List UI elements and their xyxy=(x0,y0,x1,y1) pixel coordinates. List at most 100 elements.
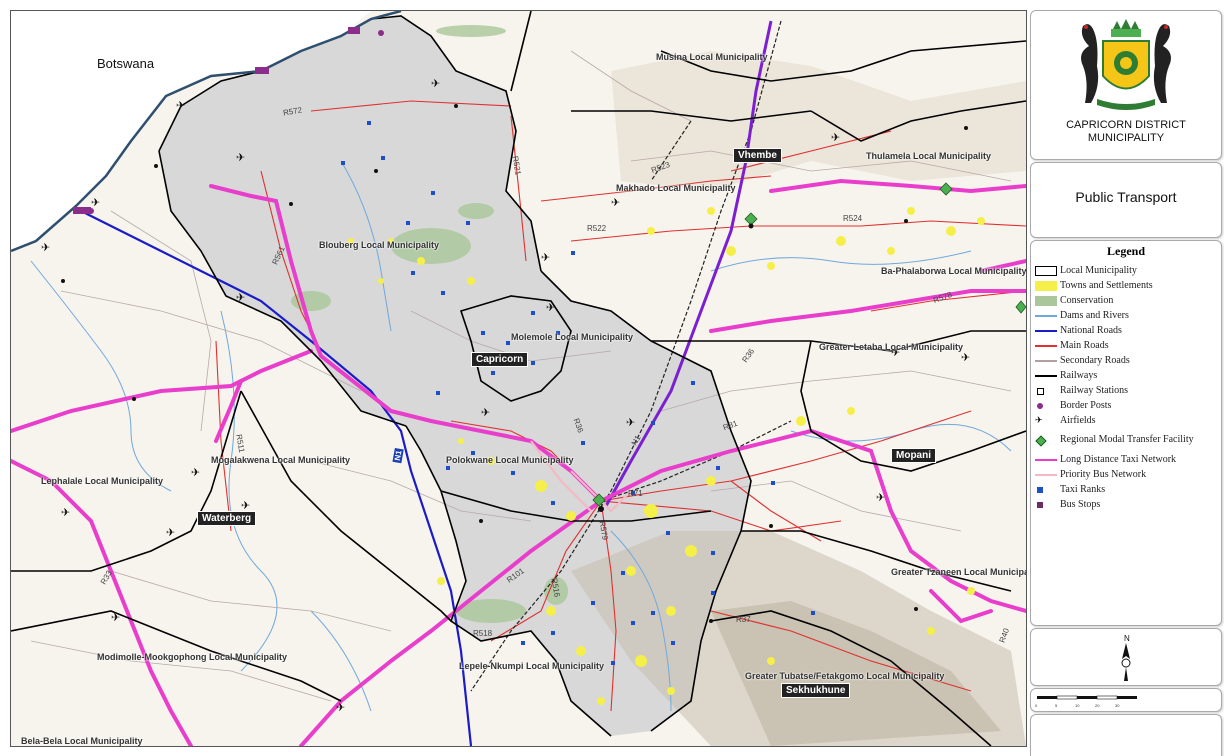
legend-label: Bus Stops xyxy=(1060,498,1101,510)
organization-name-line2: MUNICIPALITY xyxy=(1087,132,1165,144)
svg-text:✈: ✈ xyxy=(626,416,635,429)
legend-swatch xyxy=(1035,371,1057,381)
town-points xyxy=(61,104,968,623)
svg-text:20: 20 xyxy=(1095,703,1100,708)
legend-label: Main Roads xyxy=(1060,339,1109,351)
legend-swatch xyxy=(1035,341,1057,351)
svg-text:✈: ✈ xyxy=(91,196,100,209)
map-canvas: ✈✈✈ ✈✈✈ ✈✈✈ ✈✈✈ ✈✈✈ ✈✈✈ ✈✈✈ xyxy=(11,11,1026,746)
legend-swatch xyxy=(1035,500,1057,510)
legend-item: Border Posts xyxy=(1031,398,1221,413)
secondary-roads xyxy=(30,50,1012,702)
conservation-patch xyxy=(458,203,494,219)
legend-swatch xyxy=(1035,265,1057,276)
svg-text:✈: ✈ xyxy=(111,611,120,624)
svg-text:✈: ✈ xyxy=(166,526,175,539)
legend-label: Conservation xyxy=(1060,294,1114,306)
svg-text:✈: ✈ xyxy=(961,351,970,364)
capricorn-district-area xyxy=(159,16,751,736)
taxi-ranks xyxy=(341,121,815,665)
title-panel: Public Transport xyxy=(1030,162,1222,238)
regional-modal-transfer-facilities xyxy=(592,182,1026,507)
svg-text:✈: ✈ xyxy=(546,301,555,314)
legend-item: National Roads xyxy=(1031,323,1221,338)
legend-swatch: ✈ xyxy=(1035,415,1043,426)
legend-title: Legend xyxy=(1106,244,1145,258)
svg-text:✈: ✈ xyxy=(176,99,185,112)
legend-swatch xyxy=(1035,295,1057,306)
legend-item: Long Distance Taxi Network xyxy=(1031,452,1221,467)
legend-label: Priority Bus Network xyxy=(1060,468,1147,480)
scale-bar: 0 5 10 20 30 xyxy=(1035,695,1137,708)
coat-of-arms-logo xyxy=(1081,19,1171,110)
logo-panel: CAPRICORN DISTRICT MUNICIPALITY xyxy=(1030,10,1222,160)
country-border xyxy=(11,11,402,253)
legend-item: Taxi Ranks xyxy=(1031,482,1221,497)
svg-text:✈: ✈ xyxy=(611,196,620,209)
legend-label: Railways xyxy=(1060,369,1098,381)
legend-swatch xyxy=(1035,401,1057,411)
scale-bar-panel: 0 5 10 20 30 xyxy=(1030,688,1222,712)
north-arrow-icon: N xyxy=(1121,634,1131,681)
svg-text:✈: ✈ xyxy=(236,151,245,164)
legend-swatch xyxy=(1035,435,1057,447)
svg-text:N: N xyxy=(1124,634,1130,643)
svg-text:✈: ✈ xyxy=(61,506,70,519)
legend-item: Priority Bus Network xyxy=(1031,467,1221,482)
legend-label: National Roads xyxy=(1060,324,1122,336)
conservation-patch xyxy=(436,25,506,37)
legend-item: ✈ Airfields xyxy=(1031,413,1221,428)
map-title: Public Transport xyxy=(1075,189,1177,205)
conservation-patch xyxy=(291,291,331,311)
legend-label: Towns and Settlements xyxy=(1060,279,1153,291)
legend-item: Regional Modal Transfer Facility xyxy=(1031,428,1221,452)
legend-label: Taxi Ranks xyxy=(1060,483,1106,495)
svg-text:✈: ✈ xyxy=(541,251,550,264)
legend-swatch xyxy=(1035,356,1057,366)
svg-text:✈: ✈ xyxy=(41,241,50,254)
legend-label: Regional Modal Transfer Facility xyxy=(1060,434,1194,445)
conservation-patch xyxy=(391,228,471,264)
svg-text:✈: ✈ xyxy=(891,346,900,359)
legend-swatch xyxy=(1035,280,1057,291)
svg-text:✈: ✈ xyxy=(191,466,200,479)
legend-item: Towns and Settlements xyxy=(1031,278,1221,293)
legend-swatch xyxy=(1035,485,1057,495)
north-arrow-panel: N xyxy=(1030,628,1222,686)
svg-text:✈: ✈ xyxy=(241,499,250,512)
svg-text:0: 0 xyxy=(1035,703,1038,708)
legend-label: Long Distance Taxi Network xyxy=(1060,453,1177,465)
svg-text:✈: ✈ xyxy=(431,77,440,90)
legend-item: Local Municipality xyxy=(1031,263,1221,278)
svg-text:30: 30 xyxy=(1115,703,1120,708)
svg-text:✈: ✈ xyxy=(336,701,345,714)
info-panel xyxy=(1030,714,1222,756)
legend-swatch xyxy=(1035,455,1057,465)
svg-text:10: 10 xyxy=(1075,703,1080,708)
conservation-patch xyxy=(456,599,526,623)
airfields: ✈✈✈ ✈✈✈ ✈✈✈ ✈✈✈ ✈✈✈ ✈✈✈ ✈✈✈ xyxy=(41,77,970,714)
terrain-sekhukhune xyxy=(711,601,1001,746)
legend-label: Airfields xyxy=(1060,414,1096,426)
svg-text:✈: ✈ xyxy=(831,131,840,144)
legend-item: Conservation xyxy=(1031,293,1221,308)
legend-label: Railway Stations xyxy=(1060,384,1129,396)
legend-item: Secondary Roads xyxy=(1031,353,1221,368)
legend-swatch xyxy=(1035,326,1057,336)
legend-item: Bus Stops xyxy=(1031,497,1221,512)
legend-item: Railway Stations xyxy=(1031,383,1221,398)
legend-swatch xyxy=(1035,470,1057,480)
legend-label: Secondary Roads xyxy=(1060,354,1130,366)
legend-item: Dams and Rivers xyxy=(1031,308,1221,323)
legend-label: Dams and Rivers xyxy=(1060,309,1129,321)
organization-name-line1: CAPRICORN DISTRICT xyxy=(1066,119,1186,131)
terrain-north xyxy=(611,51,1026,191)
legend-swatch xyxy=(1035,386,1057,396)
legend-item: Main Roads xyxy=(1031,338,1221,353)
organization-name: CAPRICORN DISTRICT MUNICIPALITY xyxy=(1031,119,1221,145)
map-view[interactable]: ✈✈✈ ✈✈✈ ✈✈✈ ✈✈✈ ✈✈✈ ✈✈✈ ✈✈✈ xyxy=(10,10,1027,747)
conservation-patch xyxy=(544,577,568,605)
